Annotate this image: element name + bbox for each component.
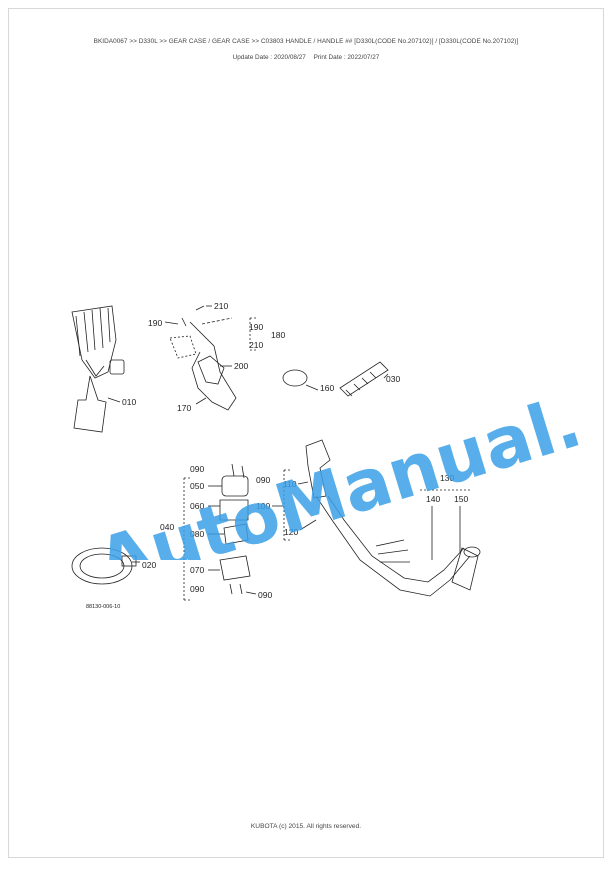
callout-120: 120 bbox=[284, 527, 298, 537]
callout-160: 160 bbox=[320, 383, 334, 393]
callout-100: 100 bbox=[256, 501, 270, 511]
callout-210-b: 210 bbox=[249, 340, 263, 350]
callout-140: 140 bbox=[426, 494, 440, 504]
part-170-bracket bbox=[169, 305, 237, 411]
callout-030: 030 bbox=[386, 374, 400, 384]
callout-010: 010 bbox=[122, 397, 136, 407]
date-line: Update Date : 2020/08/27 Print Date : 20… bbox=[0, 54, 612, 61]
print-date: Print Date : 2022/07/27 bbox=[313, 54, 380, 61]
callout-040: 040 bbox=[160, 522, 174, 532]
callout-090-c: 090 bbox=[190, 584, 204, 594]
callout-130: 130 bbox=[440, 473, 454, 483]
callout-110: 110 bbox=[283, 479, 297, 489]
callout-210-a: 210 bbox=[214, 301, 228, 311]
callout-090-a: 090 bbox=[190, 464, 204, 474]
callout-180: 180 bbox=[271, 330, 285, 340]
callout-020: 020 bbox=[142, 560, 156, 570]
callout-190-a: 190 bbox=[148, 318, 162, 328]
callout-080: 080 bbox=[190, 529, 204, 539]
callout-170: 170 bbox=[177, 403, 191, 413]
callout-200: 200 bbox=[234, 361, 248, 371]
figure-code: 88130-006-10 bbox=[86, 604, 120, 610]
callout-190-b: 190 bbox=[249, 322, 263, 332]
update-date: Update Date : 2020/08/27 bbox=[232, 54, 306, 61]
part-010-grip bbox=[71, 305, 125, 433]
callout-060: 060 bbox=[190, 501, 204, 511]
breadcrumb: BKIDA0067 >> D330L >> GEAR CASE / GEAR C… bbox=[93, 38, 519, 45]
callout-150: 150 bbox=[454, 494, 468, 504]
callout-090-b: 090 bbox=[256, 475, 270, 485]
callout-070: 070 bbox=[190, 565, 204, 575]
footer-copyright: KUBOTA (c) 2015. All rights reserved. bbox=[250, 823, 362, 830]
callout-050: 050 bbox=[190, 481, 204, 491]
callout-090-d: 090 bbox=[258, 590, 272, 600]
page-frame bbox=[8, 8, 604, 858]
